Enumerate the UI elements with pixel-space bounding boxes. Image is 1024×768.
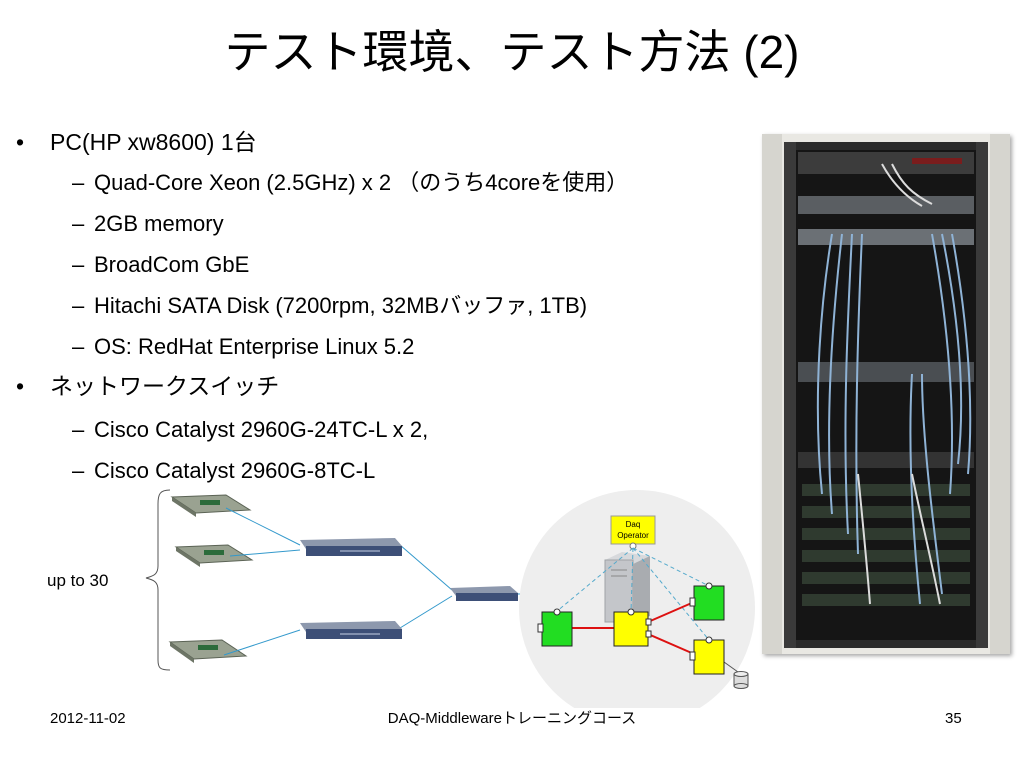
sub-bullet-marker: – [72,211,85,236]
bullet-text: PC(HP xw8600) 1台 [50,129,257,155]
daq-component-dispatcher [613,608,652,647]
bullet-text: ネットワークスイッチ [50,373,280,399]
sub-bullet-marker: – [72,170,85,195]
sub-bullet-text: OS: RedHat Enterprise Linux 5.2 [94,334,415,359]
brace [145,489,171,671]
bullet-marker: • [16,373,25,399]
server-rack-photo [762,134,1010,654]
sub-bullet-text: BroadCom GbE [94,252,250,277]
pc-card-icon [170,494,252,517]
sub-bullet-marker: – [72,293,85,318]
sub-bullet-os: – OS: RedHat Enterprise Linux 5.2 [72,331,415,363]
bullet-pc: • PC(HP xw8600) 1台 [16,126,257,158]
sub-bullet-nic: – BroadCom GbE [72,249,250,281]
sub-bullet-text: 2GB memory [94,211,224,236]
operator-label-line2: Operator [617,531,649,540]
footer-course-name: DAQ-Middlewareトレーニングコース [387,710,637,727]
daq-component-logger [689,636,725,675]
sub-bullet-text: Quad-Core Xeon (2.5GHz) x 2 （のうち4coreを使用… [94,170,629,195]
slide-title: テスト環境、テスト方法 (2) [224,26,800,78]
sub-bullet-marker: – [72,458,85,483]
bullet-switch: • ネットワークスイッチ [16,370,280,402]
pc-card-icon [174,544,254,567]
sub-bullet-marker: – [72,252,85,277]
sub-bullet-text: Hitachi SATA Disk (7200rpm, 32MBバッファ, 1T… [94,293,588,318]
network-switch-icon [300,621,402,639]
sub-bullet-switch-8: – Cisco Catalyst 2960G-8TC-L [72,455,376,487]
sub-bullet-marker: – [72,334,85,359]
sub-bullet-switch-24: – Cisco Catalyst 2960G-24TC-L x 2, [72,414,429,446]
disk-storage-icon [733,671,749,689]
daq-component-monitor [689,582,725,621]
sub-bullet-memory: – 2GB memory [72,208,224,240]
server-rack-illustration [762,134,1010,654]
sub-bullet-marker: – [72,417,85,442]
network-switch-icon [450,586,518,601]
sub-bullet-text: Cisco Catalyst 2960G-8TC-L [94,458,376,483]
network-switch-icon [300,538,402,556]
daq-component-gatherer [537,608,573,647]
bullet-marker: • [16,129,25,155]
daq-operator-box [610,515,656,545]
sub-bullet-disk: – Hitachi SATA Disk (7200rpm, 32MBバッファ, … [72,290,588,322]
sub-bullet-cpu: – Quad-Core Xeon (2.5GHz) x 2 （のうち4coreを… [72,167,629,199]
footer-date: 2012-11-02 [50,710,126,727]
pc-count-label: up to 30 [47,571,109,590]
diagram-canvas: Daq Operator [145,489,755,708]
system-diagram: Daq Operator [0,484,762,708]
sub-bullet-text: Cisco Catalyst 2960G-24TC-L x 2, [94,417,429,442]
footer-page-number: 35 [945,710,962,727]
bullet-list: • PC(HP xw8600) 1台 – Quad-Core Xeon (2.5… [0,0,760,490]
operator-label-line1: Daq [626,520,641,529]
